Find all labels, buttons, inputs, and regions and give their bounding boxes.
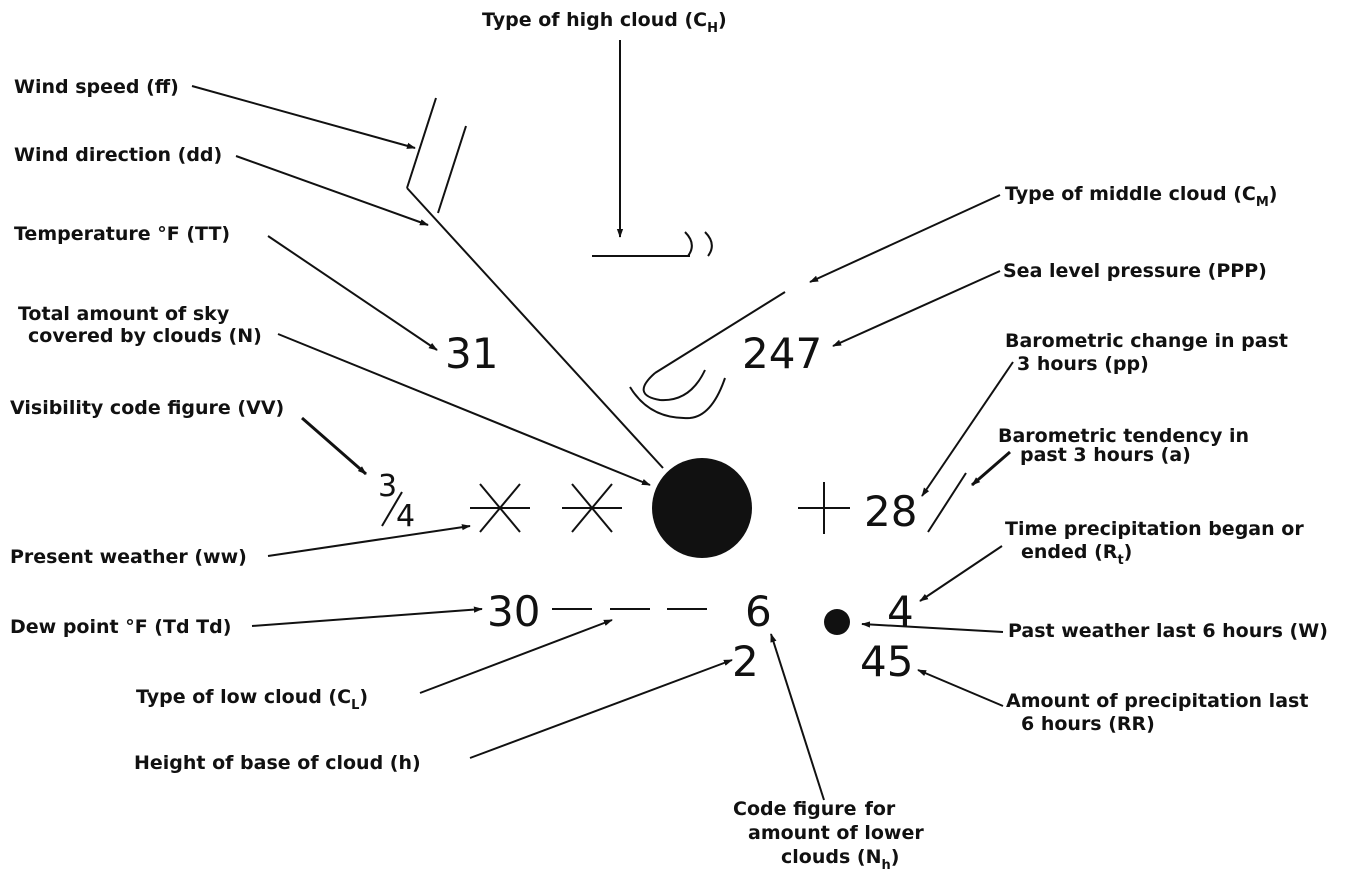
label-cloud-base: Height of base of cloud (h): [134, 752, 421, 774]
precip-time-value: 4: [887, 587, 914, 636]
label-baro-change-line1: Barometric change in past: [1005, 330, 1288, 352]
wind-barb: [406, 97, 664, 469]
cloud-base-value: 2: [732, 637, 759, 686]
arrow-past-weather: [861, 621, 1004, 633]
arrow-middle-cloud: [809, 194, 1001, 283]
arrow-cloud-base: [469, 659, 733, 759]
arrow-lower-clouds: [770, 633, 825, 801]
arrow-present-weather: [267, 524, 471, 557]
high-cloud-symbol: [592, 231, 713, 257]
label-baro-tendency-line1: Barometric tendency in: [998, 425, 1249, 447]
arrow-pressure: [832, 270, 1001, 347]
label-precip-time-line2: ended (Rt): [1021, 541, 1132, 568]
label-lower-clouds-line3: clouds (Nh): [781, 846, 899, 873]
temperature-value: 31: [445, 329, 498, 378]
label-wind-speed: Wind speed (ff): [14, 76, 179, 98]
label-precip-amount-line2: 6 hours (RR): [1021, 713, 1155, 735]
arrow-visibility: [301, 416, 367, 476]
arrow-low-cloud: [419, 619, 613, 694]
arrow-baro-change: [921, 361, 1014, 497]
wind-speed-barb-short: [437, 125, 467, 214]
pointer-arrows: [191, 40, 1014, 801]
wind-speed-barb-long: [406, 97, 437, 189]
label-past-weather: Past weather last 6 hours (W): [1008, 620, 1328, 642]
label-visibility: Visibility code figure (VV): [10, 397, 284, 419]
label-temperature: Temperature °F (TT): [14, 223, 230, 245]
tendency-slash: [927, 472, 967, 533]
arrow-dew-point: [251, 606, 483, 627]
arrow-total-cloud: [277, 333, 651, 486]
arrow-precip-amount: [917, 669, 1004, 707]
arrow-wind-direction: [235, 155, 429, 226]
label-wind-direction: Wind direction (dd): [14, 144, 222, 166]
arrow-wind-speed: [191, 85, 416, 149]
label-low-cloud: Type of low cloud (CL): [136, 686, 368, 713]
label-high-cloud: Type of high cloud (CH): [482, 9, 727, 36]
pressure-value: 247: [742, 329, 822, 378]
label-total-cloud-line1: Total amount of sky: [18, 303, 230, 325]
present-weather-symbol: [470, 483, 622, 533]
visibility-numerator: 3: [378, 469, 397, 504]
label-total-cloud-line2: covered by clouds (N): [28, 325, 262, 347]
barometric-tendency-symbol: [798, 472, 967, 534]
label-present-weather: Present weather (ww): [10, 546, 247, 568]
arrow-precip-time: [919, 545, 1003, 602]
arrow-baro-tendency: [971, 450, 1011, 487]
visibility-denominator: 4: [396, 499, 415, 534]
past-weather-dot: [824, 609, 850, 635]
label-dew-point: Dew point °F (Td Td): [10, 616, 231, 638]
lower-cloud-amount-value: 6: [745, 587, 772, 636]
label-pressure: Sea level pressure (PPP): [1003, 260, 1267, 282]
label-lower-clouds-line2: amount of lower: [748, 822, 924, 844]
label-baro-change-line2: 3 hours (pp): [1017, 353, 1149, 375]
arrow-temperature: [267, 235, 438, 351]
wind-direction-shaft: [406, 187, 664, 469]
baro-change-value: 28: [864, 487, 917, 536]
dew-point-value: 30: [487, 587, 540, 636]
label-precip-time-line1: Time precipitation began or: [1005, 518, 1304, 540]
label-middle-cloud: Type of middle cloud (CM): [1005, 183, 1277, 210]
middle-cloud-symbol: [629, 291, 786, 420]
label-precip-amount-line1: Amount of precipitation last: [1006, 690, 1308, 712]
station-circle: [652, 458, 752, 558]
label-baro-tendency-line2: past 3 hours (a): [1020, 444, 1191, 466]
precip-amount-value: 45: [860, 637, 913, 686]
visibility-fraction: 3 4: [378, 469, 415, 534]
